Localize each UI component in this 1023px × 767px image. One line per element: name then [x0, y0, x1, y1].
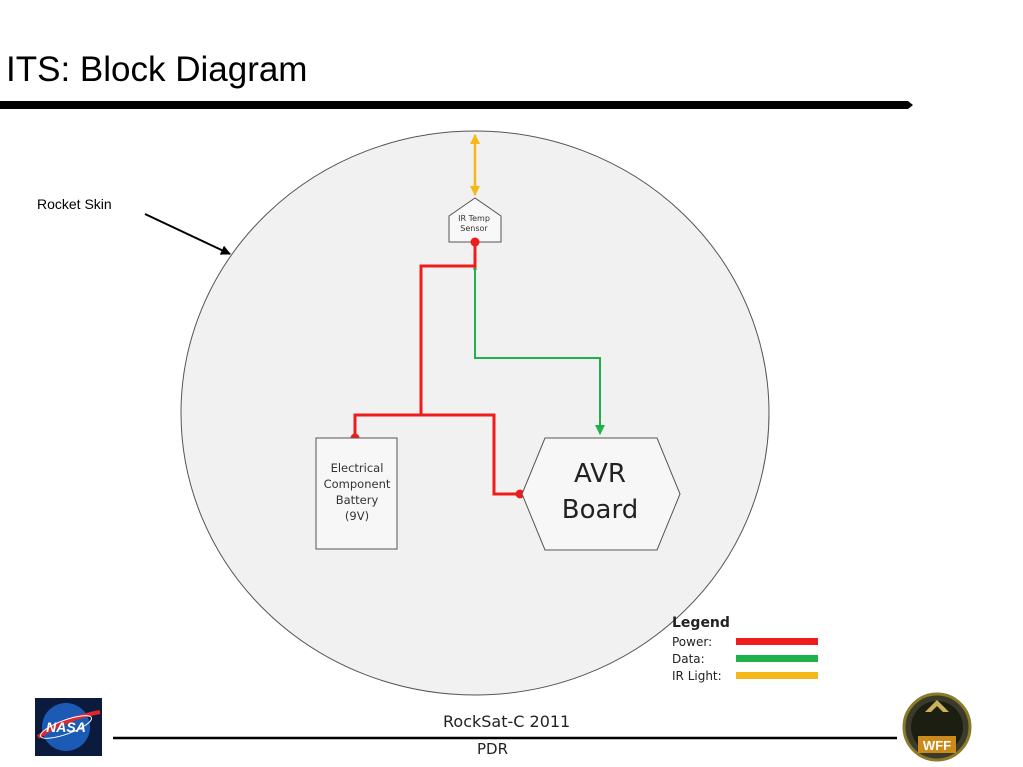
legend-title: Legend [672, 615, 730, 631]
battery-label: Electrical Component Battery (9V) [323, 461, 391, 523]
power-dot-sensor [470, 237, 480, 247]
legend-swatch-power [736, 638, 818, 645]
footer-event: RockSat-C 2011 [443, 712, 571, 731]
battery-box [315, 437, 398, 550]
legend-label: IR Light: [672, 668, 722, 683]
legend-item-data: Data: [672, 650, 818, 667]
ir-temp-sensor-box [448, 197, 502, 243]
nasa-logo: NASA [35, 698, 102, 756]
legend-item-power: Power: [672, 633, 818, 650]
power-line-main [353, 242, 477, 437]
rocket-skin-arrow [144, 213, 231, 255]
legend-label: Power: [672, 634, 713, 649]
ir-temp-sensor-label: IR Temp Sensor [458, 214, 490, 233]
legend: Legend Power: Data: IR Light: [672, 615, 818, 684]
power-dot-avr [515, 489, 525, 499]
slide-title: ITS: Block Diagram [6, 50, 308, 89]
svg-text:WFF: WFF [923, 738, 951, 753]
rocket-skin-circle [180, 130, 770, 696]
wff-logo: WFF [902, 692, 972, 762]
legend-item-ir-light: IR Light: [672, 667, 818, 684]
avr-board-hexagon [521, 437, 681, 551]
data-line [474, 252, 605, 435]
avr-board-label: AVR Board [561, 459, 639, 525]
svg-text:NASA: NASA [46, 719, 86, 735]
footer-review: PDR [477, 740, 509, 758]
legend-swatch-data [736, 655, 818, 662]
rocket-skin-label: Rocket Skin [37, 196, 112, 212]
legend-swatch-ir-light [736, 672, 818, 679]
title-divider [0, 101, 913, 109]
power-line-avr [421, 413, 519, 496]
legend-label: Data: [672, 651, 705, 666]
